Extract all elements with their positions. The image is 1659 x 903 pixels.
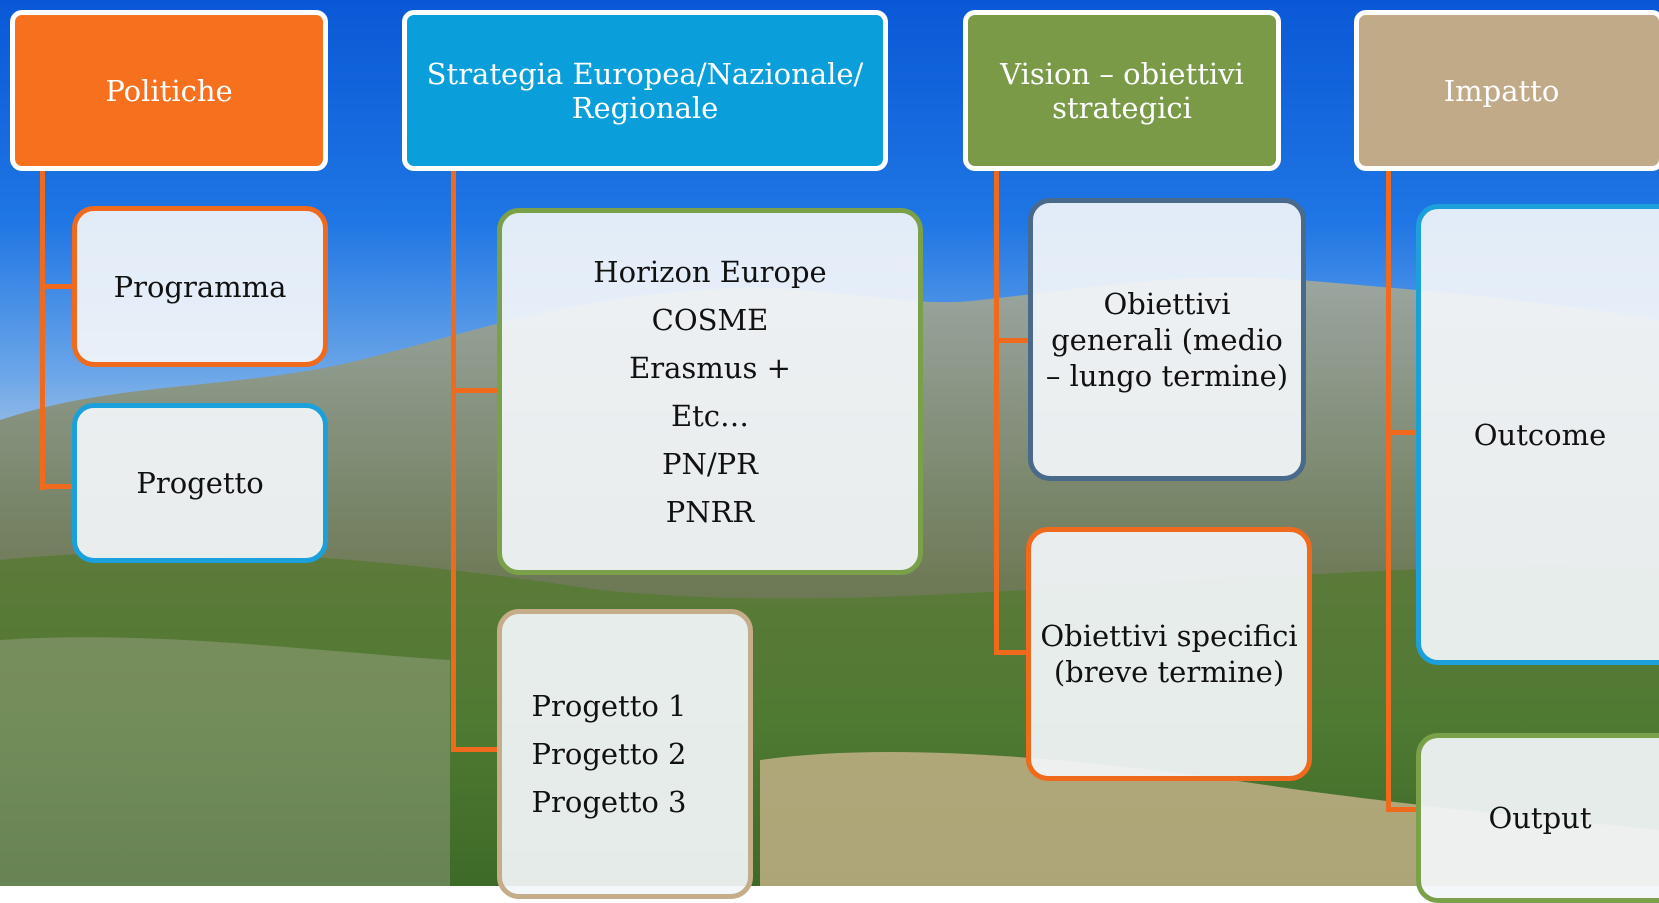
- box-obiettivi-specifici: Obiettivi specifici (breve termine): [1026, 527, 1312, 781]
- connector-programs: [451, 388, 499, 393]
- connector-strategia-vertical: [451, 168, 456, 752]
- header-strategia: Strategia Europea/Nazionale/ Regionale: [402, 10, 888, 171]
- program-item: PN/PR: [661, 446, 758, 481]
- connector-obiettivi-generali: [994, 338, 1030, 343]
- progetto-label: Progetto: [136, 466, 264, 500]
- programs-list: Horizon Europe COSME Erasmus + Etc… PN/P…: [593, 248, 826, 536]
- connector-output: [1386, 807, 1418, 812]
- box-projects-list: Progetto 1 Progetto 2 Progetto 3: [497, 609, 753, 899]
- header-strategia-label: Strategia Europea/Nazionale/ Regionale: [426, 56, 864, 125]
- header-impatto-label: Impatto: [1443, 73, 1560, 108]
- program-item: Horizon Europe: [593, 254, 827, 289]
- programma-label: Programma: [113, 269, 287, 304]
- projects-list: Progetto 1 Progetto 2 Progetto 3: [532, 682, 687, 826]
- connector-politiche-vertical: [40, 168, 45, 490]
- connector-impatto-vertical: [1386, 168, 1391, 812]
- program-item: Etc…: [670, 398, 750, 433]
- connector-projects: [451, 747, 499, 752]
- program-item: PNRR: [665, 494, 755, 529]
- box-progetto: Progetto: [72, 403, 328, 563]
- connector-outcome: [1386, 430, 1418, 435]
- connector-progetto: [40, 484, 73, 489]
- output-label: Output: [1488, 801, 1592, 835]
- header-vision: Vision – obiettivi strategici: [963, 10, 1281, 171]
- box-programma: Programma: [72, 206, 328, 367]
- header-vision-label: Vision – obiettivi strategici: [1000, 56, 1244, 125]
- project-item: Progetto 1: [531, 689, 687, 723]
- obiettivi-generali-label: Obiettivi generali (medio – lungo termin…: [1045, 286, 1289, 393]
- header-politiche: Politiche: [10, 10, 328, 171]
- header-impatto: Impatto: [1354, 10, 1659, 171]
- header-politiche-label: Politiche: [105, 73, 233, 108]
- program-item: COSME: [651, 302, 769, 337]
- outcome-label: Outcome: [1473, 417, 1607, 452]
- box-outcome: Outcome: [1416, 204, 1659, 665]
- box-output: Output: [1416, 733, 1659, 903]
- program-item: Erasmus +: [629, 350, 791, 385]
- project-item: Progetto 2: [531, 737, 687, 771]
- box-obiettivi-generali: Obiettivi generali (medio – lungo termin…: [1028, 198, 1306, 481]
- connector-obiettivi-specifici: [994, 650, 1028, 655]
- obiettivi-specifici-label: Obiettivi specifici (breve termine): [1040, 619, 1298, 689]
- connector-programma: [40, 284, 73, 289]
- box-programs-list: Horizon Europe COSME Erasmus + Etc… PN/P…: [497, 208, 923, 575]
- project-item: Progetto 3: [531, 785, 687, 819]
- connector-vision-vertical: [994, 168, 999, 655]
